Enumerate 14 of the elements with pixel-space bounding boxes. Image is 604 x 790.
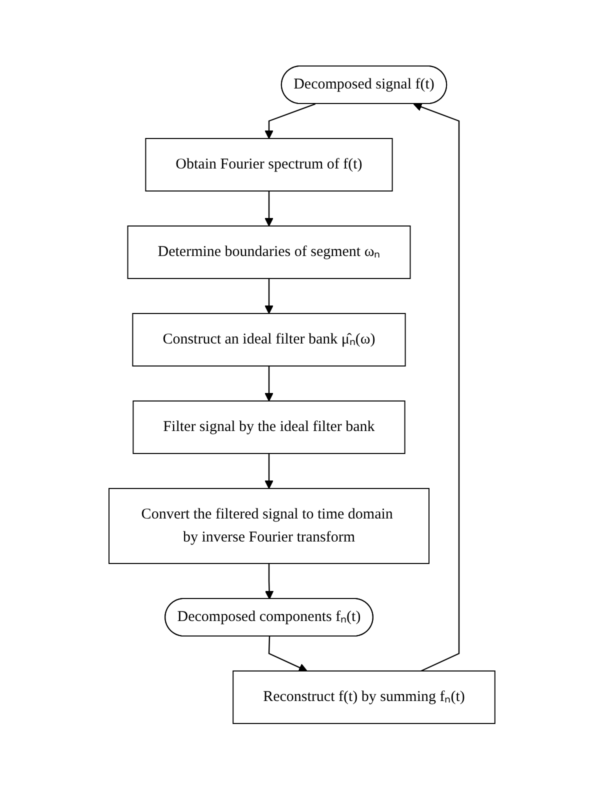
node-box: Obtain Fourier spectrum of f(t) (145, 138, 393, 192)
node-box: Reconstruct f(t) by summing fₙ(t) (232, 670, 496, 724)
node-box: Determine boundaries of segment ωₙ (127, 226, 411, 280)
arrow (264, 104, 316, 140)
arrow (264, 454, 274, 490)
arrow (264, 366, 274, 402)
node-box: Convert the filtered signal to time domain by inverse Fourier transform (108, 488, 430, 564)
arrow (264, 278, 274, 314)
arrow (413, 102, 460, 672)
node-box: Construct an ideal filter bank μ̂ₙ(ω) (132, 313, 406, 367)
arrow (264, 191, 274, 227)
node-box: Filter signal by the ideal filter bank (132, 400, 406, 454)
arrow (268, 636, 308, 672)
arrow (264, 564, 274, 600)
